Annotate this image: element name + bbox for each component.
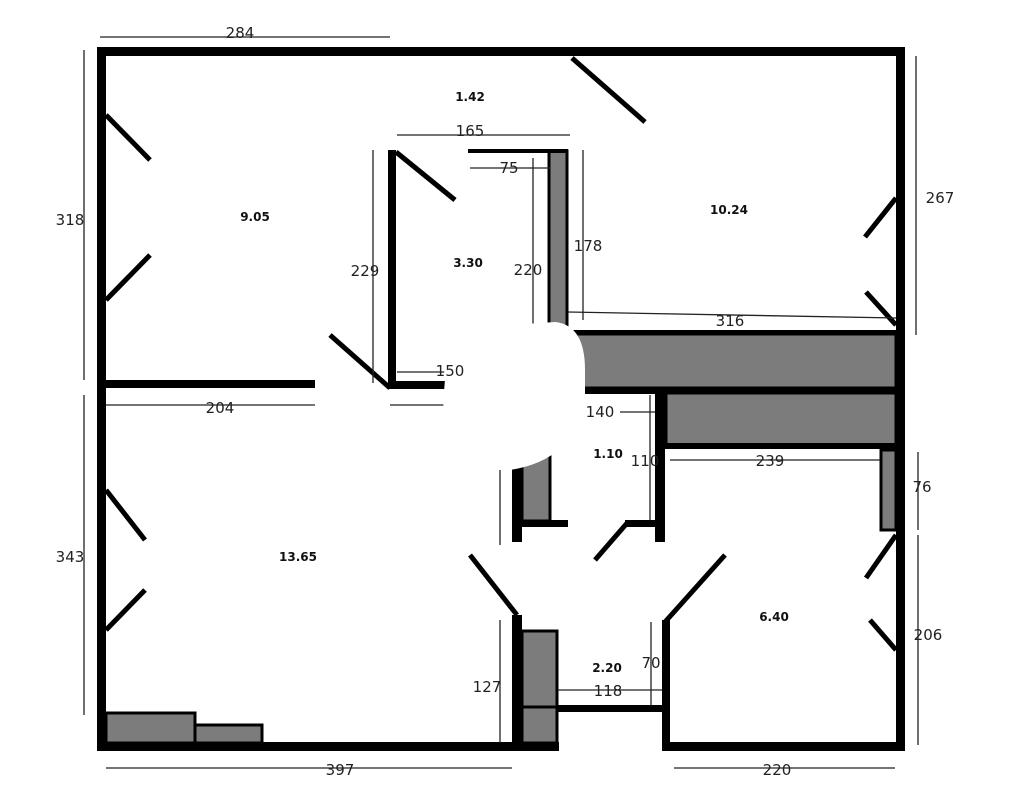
room-label-small-room: 3.30 xyxy=(453,256,483,270)
dim-small-room-height: 229 xyxy=(351,262,380,280)
closet-bath-upper xyxy=(520,629,559,709)
dim-small-room-opening: 75 xyxy=(499,159,518,177)
dim-left-upper: 318 xyxy=(56,211,85,229)
dim-bath-width: 118 xyxy=(594,682,623,700)
door-swings xyxy=(104,56,899,652)
dim-wc-height: 110 xyxy=(631,452,660,470)
closet-band-lower xyxy=(664,391,898,447)
dim-bottom-right: 220 xyxy=(763,761,792,779)
dimension-labels: 284 318 165 75 229 220 178 267 316 204 1… xyxy=(56,24,955,779)
room-label-hall-top: 1.42 xyxy=(455,90,485,104)
dim-bath-height: 70 xyxy=(641,654,660,672)
room-label-bath: 2.20 xyxy=(592,661,622,675)
dim-closet-right: 76 xyxy=(912,478,931,496)
dim-bath-wall: 127 xyxy=(473,678,502,696)
dim-right-upper: 267 xyxy=(926,189,955,207)
dim-left-divider: 204 xyxy=(206,399,235,417)
dim-right-room-width: 316 xyxy=(716,312,745,330)
closet-right xyxy=(879,448,898,532)
dim-right-lower: 206 xyxy=(914,626,943,644)
occluded-area xyxy=(440,322,585,470)
dim-wc-width: 140 xyxy=(586,403,615,421)
dim-small-room-bottom: 150 xyxy=(436,362,465,380)
dim-small-room-width: 165 xyxy=(456,122,485,140)
room-label-bedroom-left: 9.05 xyxy=(240,210,270,224)
dim-closet-height: 178 xyxy=(574,237,603,255)
dim-small-room-inner: 220 xyxy=(514,261,543,279)
room-label-wc: 1.10 xyxy=(593,447,623,461)
dim-left-lower: 343 xyxy=(56,548,85,566)
closet-bottom-left-b xyxy=(193,723,264,745)
dim-bottom-left: 397 xyxy=(326,761,355,779)
room-label-bedroom-bottom: 6.40 xyxy=(759,610,789,624)
room-label-bedroom-right: 10.24 xyxy=(710,203,748,217)
room-label-living: 13.65 xyxy=(279,550,317,564)
dim-bottom-right-width: 239 xyxy=(756,452,785,470)
closet-band-upper xyxy=(566,332,898,390)
closet-bath-lower xyxy=(520,705,559,745)
dim-top-width: 284 xyxy=(226,24,255,42)
closet-bottom-left-a xyxy=(104,711,197,745)
